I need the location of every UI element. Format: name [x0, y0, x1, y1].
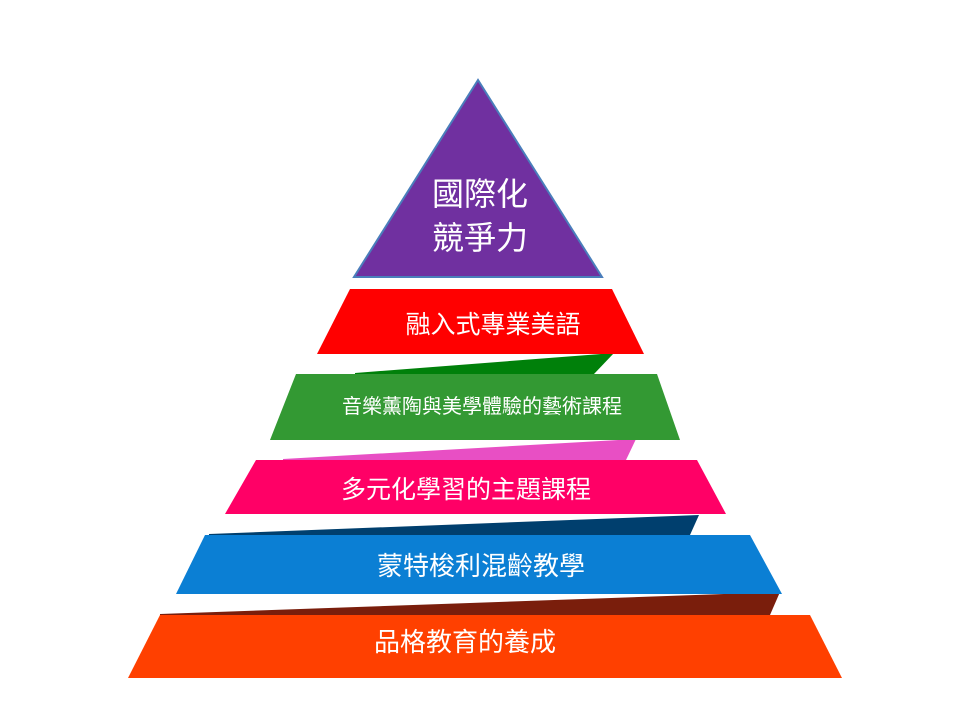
layer-5-label: 品格教育的養成: [374, 628, 556, 658]
connector-2-3: [283, 439, 636, 460]
pyramid-layer-2: [270, 374, 680, 440]
connector-4-5: [160, 592, 780, 615]
connector-3-4: [209, 515, 699, 535]
connector-1-2: [355, 353, 614, 374]
layer-4-label: 蒙特梭利混齡教學: [377, 552, 585, 582]
layer-2-label: 音樂薰陶與美學體驗的藝術課程: [342, 394, 622, 418]
apex-label-line1: 國際化: [432, 175, 528, 213]
layer-1-label: 融入式專業美語: [405, 310, 580, 339]
layer-3-label: 多元化學習的主題課程: [341, 475, 591, 504]
pyramid-layer-1: [317, 289, 644, 354]
pyramid-apex: [352, 78, 604, 278]
pyramid-layer-5: [128, 615, 842, 678]
pyramid-layer-3: [225, 460, 726, 514]
pyramid-layer-4: [176, 535, 782, 594]
apex-label-line2: 競爭力: [432, 219, 528, 257]
